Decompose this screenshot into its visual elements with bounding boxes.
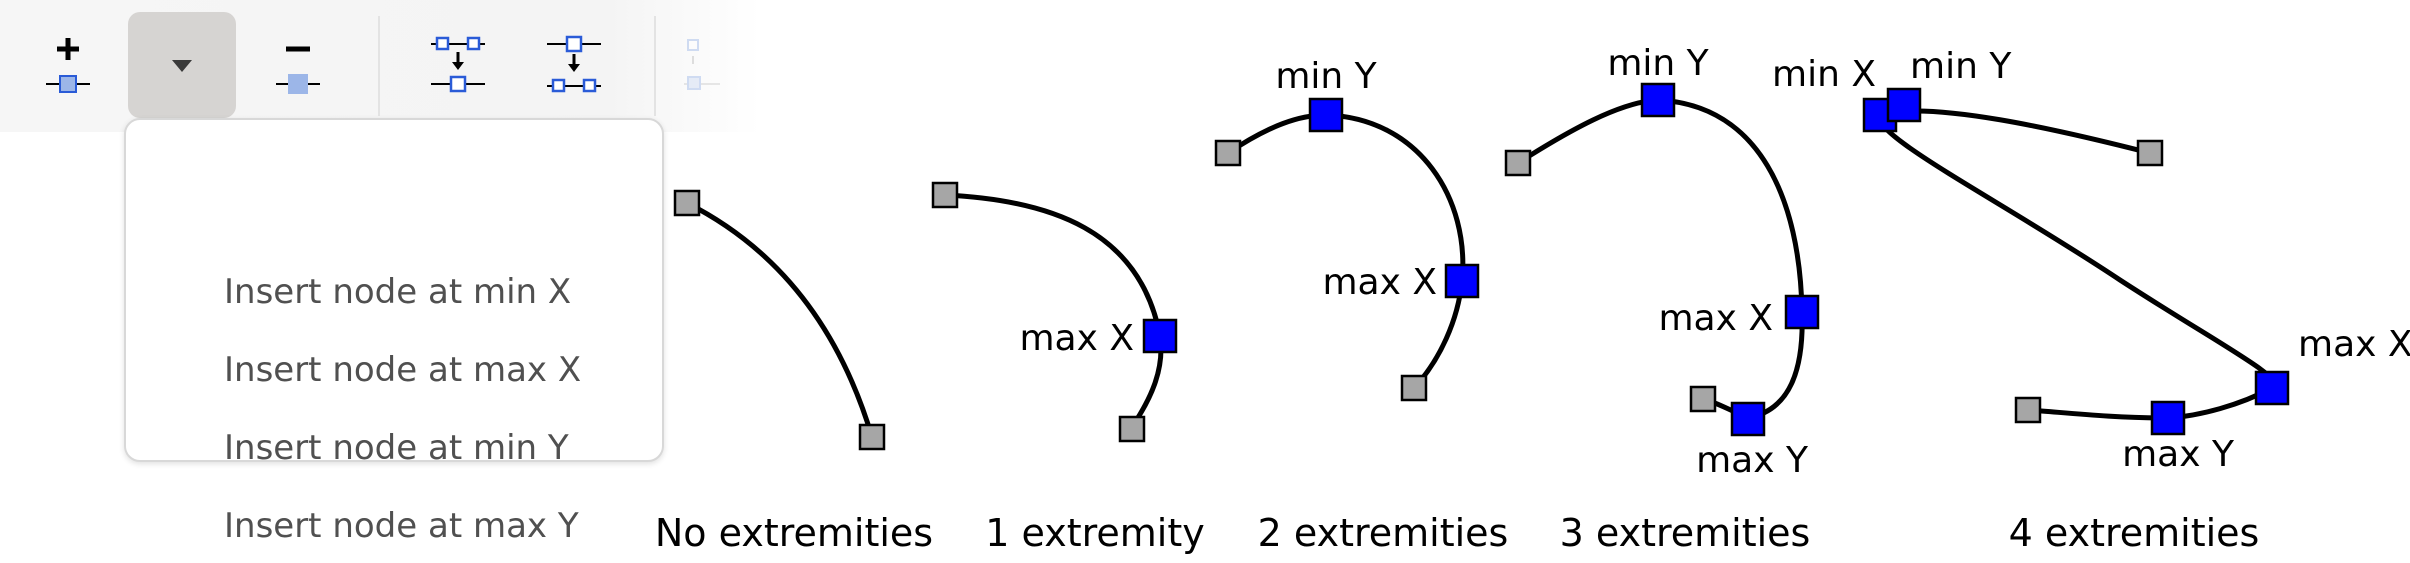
max-y-label: max Y bbox=[1696, 440, 1809, 481]
max-x-label: max X bbox=[1019, 318, 1134, 359]
delete-node-button[interactable] bbox=[244, 12, 352, 118]
max-x-node[interactable] bbox=[1142, 318, 1178, 354]
max-x-node[interactable] bbox=[2254, 370, 2290, 406]
chevron-down-icon bbox=[172, 60, 192, 72]
end-node[interactable] bbox=[1689, 385, 1717, 413]
break-path-button[interactable] bbox=[520, 12, 628, 118]
node-toolbar bbox=[0, 0, 760, 132]
insert-node-button[interactable] bbox=[14, 12, 122, 118]
caption-one-extremity: 1 extremity bbox=[985, 511, 1204, 555]
min-y-label: min Y bbox=[1607, 43, 1709, 84]
curve-path bbox=[685, 200, 875, 438]
end-node[interactable] bbox=[931, 181, 959, 209]
curve-four-extremities: min X min Y max X max Y bbox=[1772, 46, 2410, 475]
insert-node-menu-button[interactable] bbox=[128, 12, 236, 118]
disabled-button[interactable] bbox=[674, 12, 734, 118]
max-x-label: max X bbox=[1658, 298, 1773, 339]
curve-one-extremity: max X bbox=[931, 181, 1178, 443]
toolbar-separator bbox=[654, 16, 656, 116]
min-y-node[interactable] bbox=[1886, 87, 1922, 123]
menu-item-insert-min-x[interactable]: Insert node at min X bbox=[224, 272, 572, 312]
caption-three-extremities: 3 extremities bbox=[1560, 511, 1811, 555]
insert-node-dropdown-menu: Insert node at min X Insert node at max … bbox=[124, 118, 664, 546]
max-x-label: max X bbox=[1322, 262, 1437, 303]
max-x-node[interactable] bbox=[1444, 263, 1480, 299]
min-y-label: min Y bbox=[1910, 46, 2012, 87]
delete-node-icon bbox=[276, 46, 320, 94]
menu-item-insert-max-x[interactable]: Insert node at max X bbox=[224, 350, 582, 390]
min-x-label: min X bbox=[1772, 54, 1876, 95]
max-y-label: max Y bbox=[2122, 434, 2235, 475]
join-nodes-icon bbox=[431, 36, 485, 93]
curve-path bbox=[1226, 112, 1466, 390]
max-y-node[interactable] bbox=[2150, 400, 2186, 436]
join-nodes-button[interactable] bbox=[404, 12, 512, 118]
curve-path bbox=[944, 192, 1164, 429]
min-y-label: min Y bbox=[1275, 56, 1377, 97]
toolbar-separator bbox=[378, 16, 380, 116]
end-node[interactable] bbox=[1214, 139, 1242, 167]
curve-path bbox=[1877, 108, 2278, 421]
curve-two-extremities: min Y max X bbox=[1214, 56, 1480, 402]
caption-four-extremities: 4 extremities bbox=[2009, 511, 2260, 555]
max-x-label: max X bbox=[2298, 324, 2410, 365]
end-node[interactable] bbox=[1504, 149, 1532, 177]
curve-no-extremities bbox=[673, 189, 886, 451]
max-x-node[interactable] bbox=[1784, 294, 1820, 330]
join-segment-icon bbox=[684, 39, 720, 90]
max-y-node[interactable] bbox=[1730, 401, 1766, 437]
end-node[interactable] bbox=[858, 423, 886, 451]
end-node[interactable] bbox=[1118, 415, 1146, 443]
insert-node-icon bbox=[46, 38, 90, 93]
end-node[interactable] bbox=[2136, 139, 2164, 167]
menu-item-insert-min-y[interactable]: Insert node at min Y bbox=[224, 428, 569, 468]
curve-path bbox=[1516, 97, 1805, 421]
end-node[interactable] bbox=[673, 189, 701, 217]
caption-no-extremities: No extremities bbox=[655, 511, 933, 555]
curve-three-extremities: min Y max X max Y bbox=[1504, 43, 1820, 481]
caption-two-extremities: 2 extremities bbox=[1258, 511, 1509, 555]
menu-item-insert-max-y[interactable]: Insert node at max Y bbox=[224, 506, 579, 546]
min-y-node[interactable] bbox=[1640, 82, 1676, 118]
break-path-icon bbox=[547, 35, 601, 93]
min-y-node[interactable] bbox=[1308, 97, 1344, 133]
end-node[interactable] bbox=[2014, 396, 2042, 424]
end-node[interactable] bbox=[1400, 374, 1428, 402]
